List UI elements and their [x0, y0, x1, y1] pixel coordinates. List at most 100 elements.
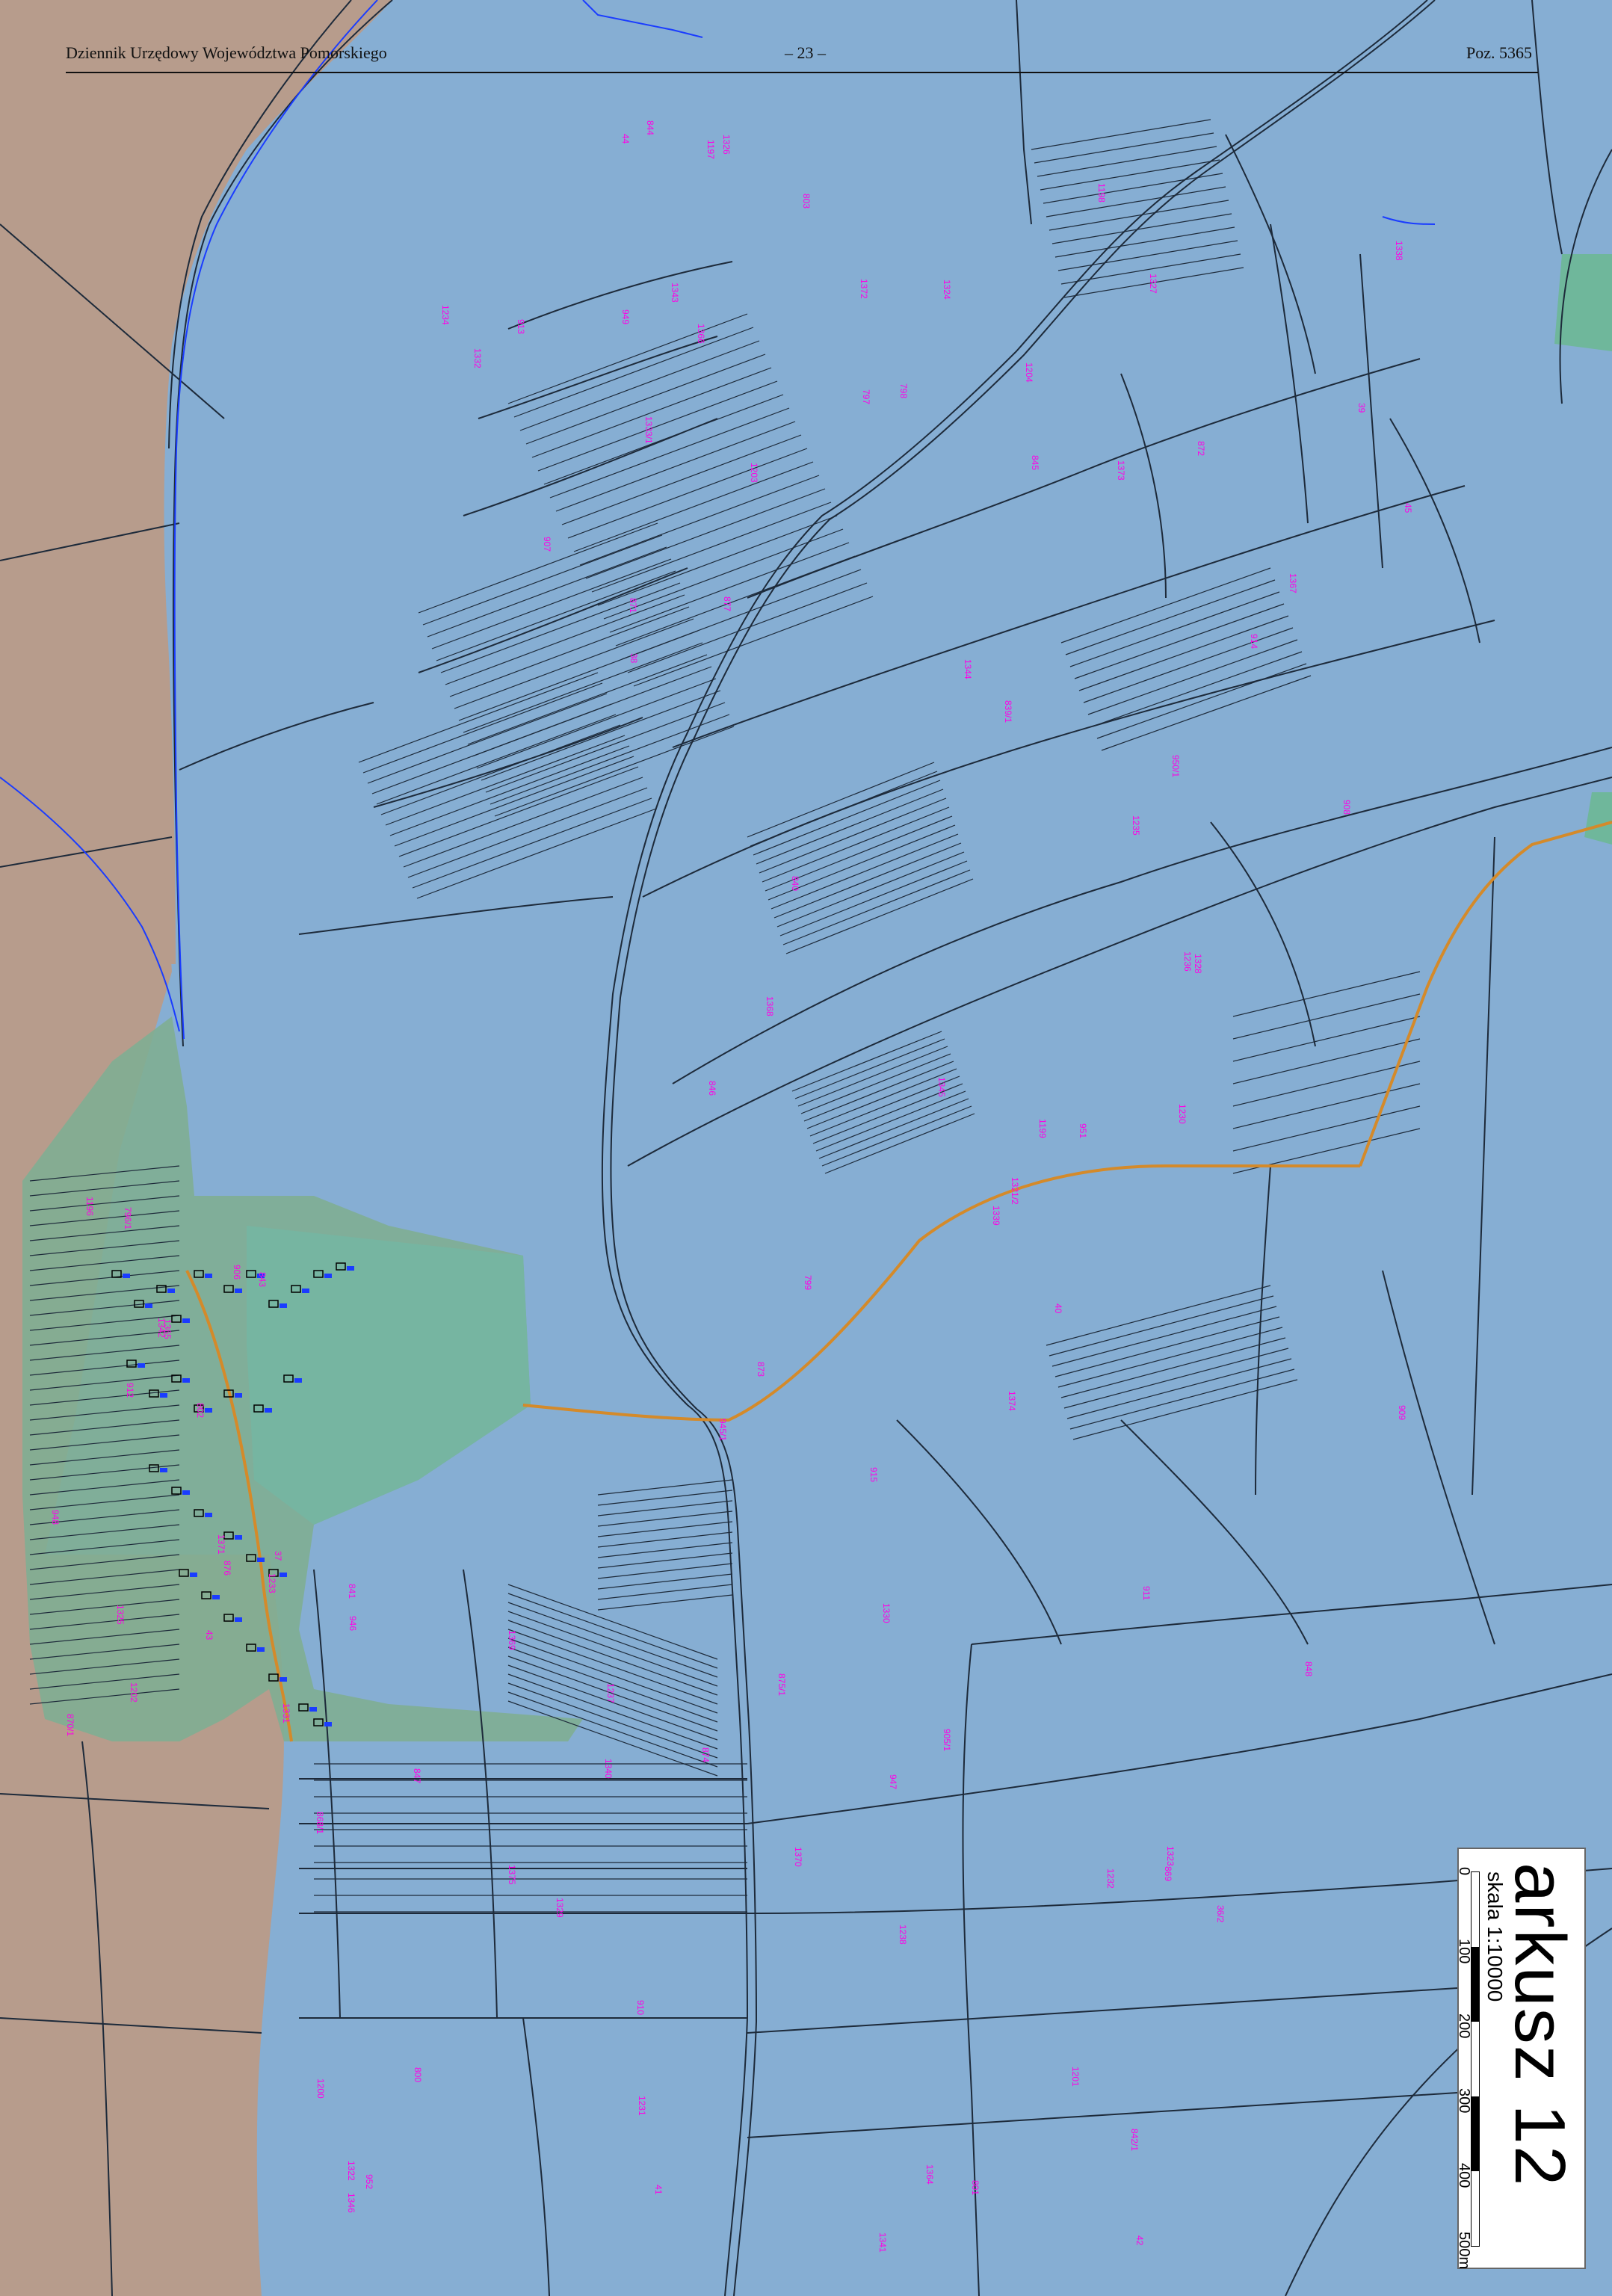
- strip-line: [756, 789, 944, 865]
- strip-line: [1069, 1368, 1295, 1430]
- strip-line: [1034, 132, 1214, 164]
- strip-line: [29, 1554, 180, 1570]
- parcel-label: 44: [620, 134, 631, 144]
- strip-line: [803, 1061, 954, 1122]
- sheet-legend: arkusz 12 skala 1:10000 0 100 200 300 40…: [1456, 1848, 1586, 2269]
- strip-line: [371, 703, 612, 794]
- strip-line: [507, 1638, 718, 1714]
- strip-line: [507, 1682, 718, 1759]
- strip-line: [29, 1658, 180, 1675]
- parcel-label: 1327: [1148, 274, 1158, 294]
- building: [179, 1569, 189, 1577]
- building: [283, 1374, 294, 1383]
- strip-line: [29, 1300, 180, 1316]
- strip-line: [1049, 200, 1229, 231]
- building-marker: [280, 1573, 287, 1577]
- parcel-label: 871: [628, 598, 638, 613]
- parcel-label: 1323: [1165, 1846, 1176, 1866]
- strip-line: [809, 1076, 960, 1137]
- strip-line: [29, 1509, 180, 1525]
- parcel-label: 948: [50, 1510, 61, 1525]
- strip-line: [29, 1330, 180, 1346]
- strip-line: [507, 1647, 718, 1723]
- parcel-label: 42: [1134, 2235, 1145, 2246]
- strip-line: [476, 678, 717, 769]
- building: [149, 1464, 159, 1472]
- strip-line: [555, 421, 796, 512]
- green-zone-east: [1554, 254, 1612, 351]
- strip-line: [609, 542, 850, 633]
- strip-line: [29, 1419, 180, 1436]
- parcel-label: 906: [232, 1265, 242, 1280]
- strip-line: [1063, 1348, 1289, 1409]
- parcel-label: 847: [412, 1768, 422, 1783]
- parcel-label: 1329: [555, 1898, 565, 1918]
- parcel-label: 1344: [963, 659, 973, 679]
- building: [246, 1644, 256, 1652]
- scale-ticks: 0 100 200 300 400 500m: [1456, 1867, 1472, 2269]
- strip-line: [597, 1500, 733, 1516]
- building: [313, 1270, 324, 1278]
- parcel-label: 796/1: [123, 1207, 133, 1229]
- strip-line: [29, 1539, 180, 1555]
- strip-line: [1083, 627, 1294, 703]
- parcel-label: 38: [629, 653, 639, 664]
- parcel-label: 1342: [156, 1318, 167, 1338]
- parcel-label: 1203: [749, 463, 759, 483]
- building: [268, 1300, 279, 1308]
- strip-line: [403, 777, 643, 868]
- strip-line: [615, 555, 856, 646]
- strip-line: [1051, 213, 1232, 244]
- strip-line: [791, 1031, 942, 1092]
- building: [156, 1285, 167, 1293]
- strip-line: [513, 327, 754, 418]
- building-marker: [212, 1595, 220, 1599]
- parcel-label: 1338: [1394, 241, 1404, 261]
- strip-line: [1065, 579, 1276, 655]
- strip-line: [1092, 651, 1303, 727]
- strip-line: [753, 780, 941, 856]
- building-marker: [294, 1378, 302, 1383]
- strip-line: [812, 1083, 963, 1144]
- strip-line: [531, 367, 772, 458]
- parcel-label: 841: [347, 1584, 357, 1599]
- strip-line: [1232, 1061, 1421, 1107]
- strip-line: [573, 461, 814, 552]
- position-number: Poz. 5365: [1466, 43, 1532, 62]
- strip-line: [597, 1563, 733, 1579]
- building-marker: [138, 1363, 145, 1368]
- strip-line: [597, 1573, 733, 1590]
- strip-line: [824, 1113, 975, 1174]
- building: [171, 1487, 182, 1495]
- strip-line: [597, 1584, 733, 1600]
- parcel-label: 802: [195, 1403, 206, 1418]
- parcel-label: 1331: [281, 1703, 291, 1723]
- sheet-title: arkusz 12: [1500, 1863, 1580, 2188]
- strip-line: [1232, 993, 1421, 1040]
- building-marker: [182, 1378, 190, 1383]
- parcel-label: 1365: [162, 1319, 173, 1339]
- strip-line: [1078, 615, 1289, 691]
- strip-line: [597, 515, 838, 606]
- journal-title: Dziennik Urzędowy Województwa Pomorskieg…: [66, 43, 387, 62]
- building: [223, 1531, 234, 1540]
- strip-line: [633, 596, 874, 687]
- strip-line: [1232, 1016, 1421, 1062]
- strip-line: [29, 1614, 180, 1630]
- strip-line: [771, 833, 959, 910]
- parcel-label: 1332: [472, 348, 483, 368]
- building-marker: [182, 1490, 190, 1495]
- strip-line: [507, 1620, 718, 1696]
- parcel-label: 912: [125, 1383, 135, 1398]
- strip-line: [422, 534, 663, 626]
- parcel-label: 915: [868, 1467, 879, 1482]
- parcel-label: 1330: [881, 1603, 892, 1623]
- building: [223, 1389, 234, 1398]
- strip-line: [467, 654, 708, 745]
- building: [291, 1285, 301, 1293]
- building-marker: [167, 1289, 175, 1293]
- parcel-label: 1367: [1288, 573, 1298, 593]
- strip-line: [1057, 240, 1238, 271]
